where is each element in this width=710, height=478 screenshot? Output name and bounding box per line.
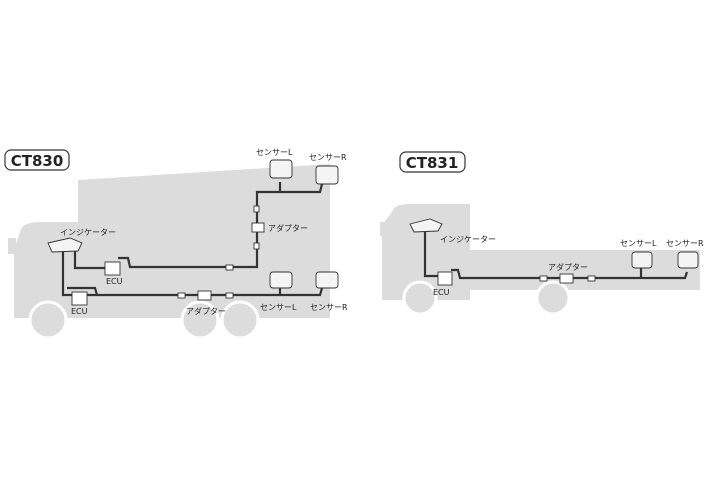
ct831-ecu-label: ECU xyxy=(433,288,450,297)
ct831-sensor-l-label: センサーL xyxy=(620,239,657,248)
ct830-title: CT830 xyxy=(11,152,64,170)
ecu-lower-icon xyxy=(71,291,88,306)
ct830-sensor-r-lower-label: センサーR xyxy=(310,303,348,312)
ct830-adapter-upper-label: アダプター xyxy=(268,223,308,233)
ecu-upper-icon xyxy=(104,261,121,276)
sensor-r-upper-icon xyxy=(315,165,339,185)
ct831-harness xyxy=(423,230,689,280)
ct831-indicator-label: インジケーター xyxy=(440,235,496,244)
lower-harness xyxy=(61,250,324,297)
ct830-sensor-r-upper-label: センサーR xyxy=(309,153,347,162)
upper-harness xyxy=(73,183,324,270)
ct831-ecu-icon xyxy=(437,271,453,286)
ct830-indicator-label: インジケーター xyxy=(60,228,116,237)
sensor-l-lower-icon xyxy=(269,271,293,289)
ct831-title-box xyxy=(399,151,466,173)
sensor-r-lower-icon xyxy=(315,271,339,289)
adapter-lower-icon xyxy=(197,290,212,301)
ct831-sensor-r-label: センサーR xyxy=(666,239,704,248)
ct830-ecu-lower-label: ECU xyxy=(71,307,88,316)
ct831-adapter-label: アダプター xyxy=(548,262,588,272)
ct830-ecu-upper-label: ECU xyxy=(106,277,123,286)
ct830-sensor-l-upper-label: センサーL xyxy=(256,148,293,157)
ct830-adapter-lower-label: アダプター xyxy=(186,306,226,316)
ct830-title-box xyxy=(4,149,70,171)
ct831-indicator-icon xyxy=(409,218,443,233)
ct830-sensor-l-lower-label: センサーL xyxy=(260,303,297,312)
ct830-diagram: CT830 インジケーター ECU ECU アダプター xyxy=(4,148,348,340)
ct831-sensor-r-icon xyxy=(677,251,699,269)
ct831-diagram: CT831 インジケーター ECU アダプター センサーL センサーR xyxy=(380,151,704,316)
ct831-title: CT831 xyxy=(406,154,459,172)
sensor-l-upper-icon xyxy=(269,159,293,179)
adapter-upper-icon xyxy=(251,222,265,233)
ct831-adapter-icon xyxy=(559,273,574,284)
ct831-sensor-l-icon xyxy=(631,251,653,269)
indicator-icon xyxy=(47,237,83,253)
